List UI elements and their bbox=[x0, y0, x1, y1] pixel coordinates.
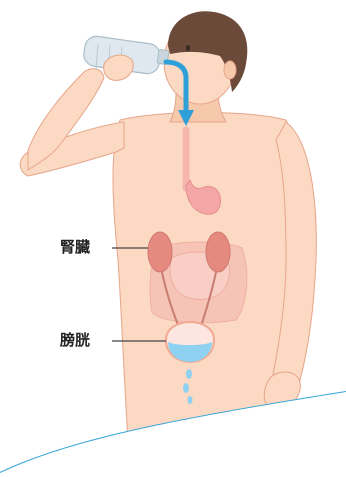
kidney-left bbox=[148, 232, 172, 272]
urine-drop bbox=[188, 396, 193, 404]
bladder-label: 膀胱 bbox=[60, 333, 90, 348]
urine-drop bbox=[183, 383, 189, 393]
kidney-label: 腎臓 bbox=[60, 240, 90, 255]
kidney-right bbox=[206, 232, 230, 272]
ear bbox=[224, 61, 236, 79]
eye bbox=[186, 45, 190, 51]
urine-drop bbox=[186, 369, 192, 379]
left-hand bbox=[104, 55, 134, 80]
